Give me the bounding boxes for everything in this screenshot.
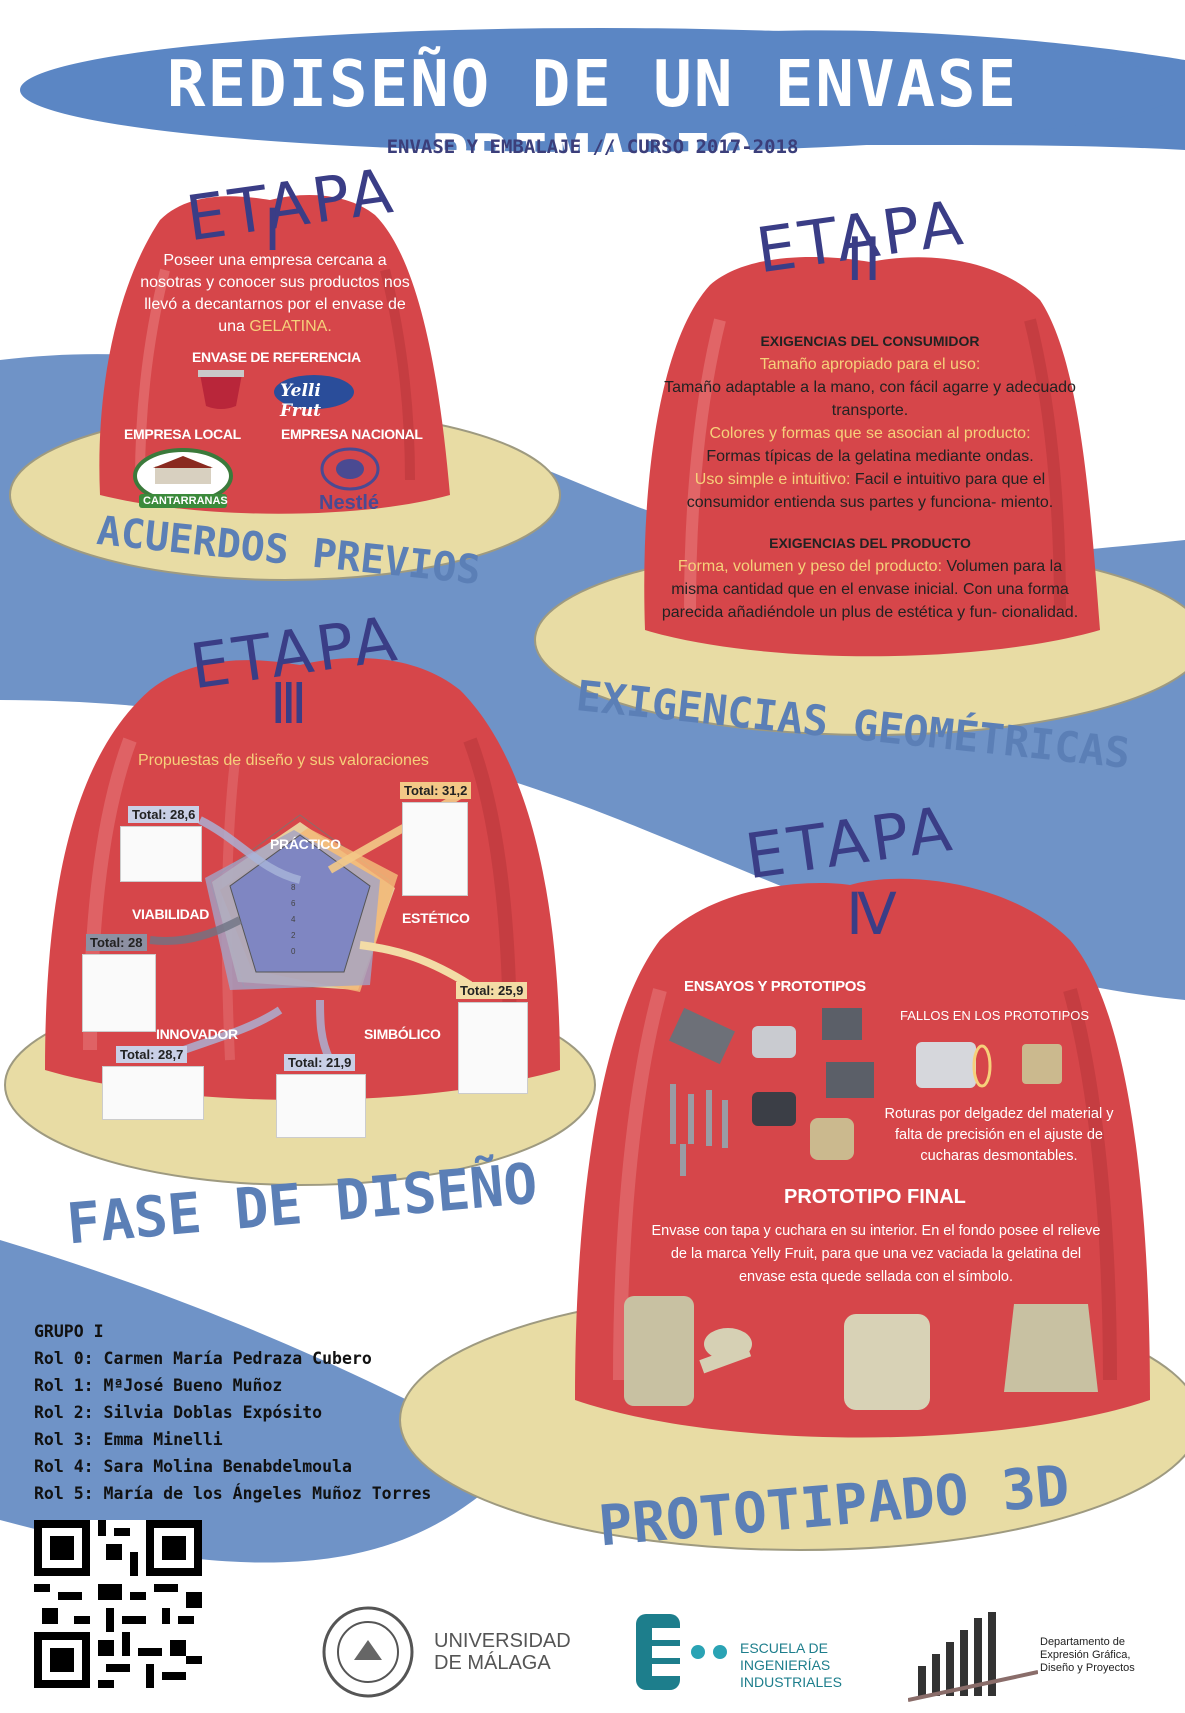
stage1-numeral: I <box>264 196 282 264</box>
uma-logo-text: UNIVERSIDAD DE MÁLAGA <box>434 1630 571 1674</box>
product-req-1-text: Volumen para la misma cantidad que en el… <box>661 558 1079 621</box>
proposal-sketch-5 <box>102 1066 204 1120</box>
consumer-req-3-text: Facil e intuitivo para que el consumidor… <box>686 471 1054 511</box>
radar-chart <box>205 814 398 992</box>
product-req-1-heading: Forma, volumen y peso del producto: <box>677 558 943 575</box>
axis-innovador: INNOVADOR <box>156 1026 238 1042</box>
stage2-numeral: II <box>846 225 882 295</box>
nestle-logo-text: Nestlé <box>319 492 380 514</box>
radar-ticks: 8 6 4 2 0 <box>291 880 295 960</box>
tests-title: ENSAYOS Y PROTOTIPOS <box>684 978 866 995</box>
proposal-total-3: Total: 28 <box>86 934 147 951</box>
group-role: Rol 2: Silvia Doblas Expósito <box>34 1403 323 1422</box>
eii-logo-icon <box>636 1614 730 1690</box>
finca-cantarranas-logo: Finca CANTARRANAS <box>133 446 233 512</box>
eii-logo-line: ESCUELA DE <box>740 1640 828 1656</box>
uma-seal-icon <box>320 1604 416 1700</box>
consumer-req-2-text: Formas típicas de la gelatina mediante o… <box>706 448 1034 465</box>
finca-logo-text-top: Finca <box>173 484 197 494</box>
stage3-heading: Propuestas de diseño y sus valoraciones <box>138 752 429 769</box>
final-prototype-title: PROTOTIPO FINAL <box>784 1186 966 1208</box>
proposal-sketch-1 <box>120 826 202 882</box>
radar-tick: 8 <box>291 883 296 892</box>
proposal-total-5: Total: 28,7 <box>116 1046 188 1063</box>
dept-logo-icon <box>907 1612 1039 1702</box>
qr-code[interactable] <box>34 1520 202 1688</box>
radar-tick: 0 <box>291 947 296 956</box>
radar-tick: 4 <box>291 915 296 924</box>
stage2-content: EXIGENCIAS DEL CONSUMIDOR Tamaño apropia… <box>660 330 1080 624</box>
group-role: Rol 4: Sara Molina Benabdelmoula <box>34 1457 352 1476</box>
product-requirements-title: EXIGENCIAS DEL PRODUCTO <box>769 535 971 551</box>
dept-logo-text: Departamento de Expresión Gráfica, Diseñ… <box>1040 1636 1135 1675</box>
page-subtitle: ENVASE Y EMBALAJE // CURSO 2017-2018 <box>386 136 799 158</box>
proposal-total-6: Total: 21,9 <box>284 1054 356 1071</box>
proposal-total-2: Total: 31,2 <box>400 782 472 799</box>
final-prototype-text: Envase con tapa y cuchara en su interior… <box>651 1223 1101 1285</box>
axis-viabilidad: VIABILIDAD <box>132 906 210 922</box>
finca-logo-text-bottom: CANTARRANAS <box>143 495 228 507</box>
consumer-req-1-heading: Tamaño apropiado para el uso: <box>759 356 981 373</box>
yellifrut-logo-text: Yelli Frut <box>280 381 321 421</box>
dept-logo-line: Departamento de <box>1040 1636 1125 1648</box>
radar-tick: 6 <box>291 899 296 908</box>
axis-practico: PRÁCTICO <box>270 836 341 852</box>
stage1-intro: Poseer una empresa cercana a nosotras y … <box>140 250 410 338</box>
radar-tick: 2 <box>291 931 296 940</box>
group-role: Rol 0: Carmen María Pedraza Cubero <box>34 1349 372 1368</box>
dept-logo-line: Diseño y Proyectos <box>1040 1662 1135 1674</box>
proposal-sketch-2 <box>402 802 468 896</box>
consumer-req-1-text: Tamaño adaptable a la mano, con fácil ag… <box>664 379 1076 419</box>
group-role: Rol 3: Emma Minelli <box>34 1430 223 1449</box>
proposal-sketch-6 <box>276 1074 366 1138</box>
proposal-sketch-3 <box>82 954 156 1032</box>
dept-logo-line: Expresión Gráfica, <box>1040 1649 1131 1661</box>
group-members: GRUPO I Rol 0: Carmen María Pedraza Cube… <box>34 1318 431 1507</box>
uma-logo-line: UNIVERSIDAD <box>434 1630 571 1652</box>
group-role: Rol 1: MªJosé Bueno Muñoz <box>34 1376 283 1395</box>
consumer-requirements-title: EXIGENCIAS DEL CONSUMIDOR <box>760 333 980 349</box>
page-title: REDISEÑO DE UN ENVASE PRIMARIO <box>166 48 1019 196</box>
proposal-total-4: Total: 25,9 <box>456 982 528 999</box>
axis-estetico: ESTÉTICO <box>402 910 470 926</box>
failed-prototypes-photo <box>912 1036 1092 1096</box>
stage1-label-local: EMPRESA LOCAL <box>124 426 241 442</box>
stage3-numeral: III <box>270 672 307 737</box>
group-name: GRUPO I <box>34 1322 104 1341</box>
axis-simbolico: SIMBÓLICO <box>364 1026 441 1042</box>
group-role: Rol 5: María de los Ángeles Muñoz Torres <box>34 1484 432 1503</box>
eii-logo-line: INGENIERÍAS <box>740 1657 831 1673</box>
yellifrut-logo: Yelli Frut <box>272 370 356 421</box>
proposal-total-1: Total: 28,6 <box>128 806 200 823</box>
final-prototype-photo <box>618 1292 1108 1422</box>
eii-logo-text: ESCUELA DE INGENIERÍAS INDUSTRIALES <box>740 1640 842 1691</box>
stage1-label-national: EMPRESA NACIONAL <box>281 426 423 442</box>
nestle-logo: Nestlé <box>315 444 385 516</box>
prototypes-photo <box>660 1004 920 1184</box>
stage4-numeral: IV <box>846 880 897 948</box>
proposal-sketch-4 <box>458 1002 528 1094</box>
uma-logo-line: DE MÁLAGA <box>434 1652 551 1674</box>
eii-logo-line: INDUSTRIALES <box>740 1674 842 1690</box>
stage1-intro-highlight: GELATINA. <box>249 318 332 335</box>
reference-container-image <box>198 368 244 412</box>
stage1-intro-text: Poseer una empresa cercana a nosotras y … <box>140 252 410 335</box>
fails-text: Roturas por delgadez del material y falt… <box>884 1106 1114 1164</box>
consumer-req-3-heading: Uso simple e intuitivo: <box>694 471 851 488</box>
stage1-label-reference: ENVASE DE REFERENCIA <box>192 349 361 365</box>
fails-title: FALLOS EN LOS PROTOTIPOS <box>900 1008 1090 1023</box>
consumer-req-2-heading: Colores y formas que se asocian al produ… <box>709 425 1031 442</box>
